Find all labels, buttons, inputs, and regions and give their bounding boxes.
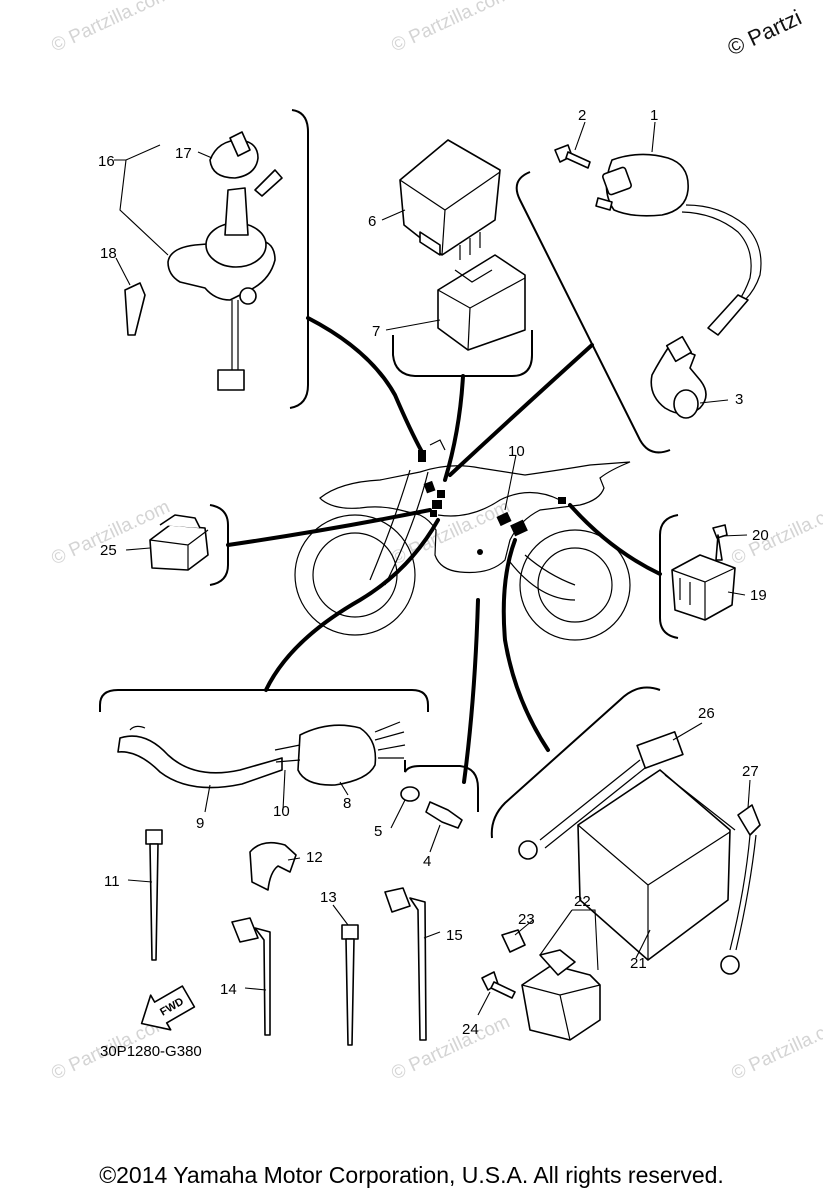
cable-tie-2 — [341, 924, 359, 1046]
watermark: © Partzilla.com — [388, 0, 513, 57]
cdi-unit — [399, 139, 501, 260]
ignition-coil — [595, 153, 762, 336]
diagram-code: 30P1280-G380 — [100, 1043, 202, 1060]
callout-2: 2 — [578, 107, 586, 124]
callout-1: 1 — [650, 107, 658, 124]
callout-5: 5 — [374, 823, 382, 840]
watermark: © Partzilla.com — [388, 1011, 513, 1084]
callout-12: 12 — [306, 849, 323, 866]
callout-numbers: 1 2 3 4 5 6 7 8 9 10 10 11 12 13 14 15 1… — [98, 107, 769, 1038]
fwd-arrow-icon: FWD — [140, 985, 196, 1031]
battery — [577, 769, 736, 961]
group-bracket-relay — [209, 504, 229, 586]
callout-13: 13 — [320, 889, 337, 906]
ground-lead — [720, 804, 761, 975]
band — [231, 917, 271, 1036]
group-bracket-harness — [99, 689, 429, 712]
rectifier-regulator — [671, 524, 736, 621]
callout-16: 16 — [98, 153, 115, 170]
key — [124, 282, 146, 336]
callout-22: 22 — [574, 893, 591, 910]
callout-10-harness: 10 — [273, 803, 290, 820]
callout-6: 6 — [368, 213, 376, 230]
callout-4: 4 — [423, 853, 431, 870]
band-2 — [384, 887, 427, 1041]
cdi-bracket — [437, 254, 526, 351]
starter-relay — [481, 929, 601, 1041]
group-bracket-rectifier — [659, 514, 679, 639]
footer-copyright: ©2014 Yamaha Motor Corporation, U.S.A. A… — [99, 1162, 724, 1188]
callout-23: 23 — [518, 911, 535, 928]
callout-25: 25 — [100, 542, 117, 559]
group-bracket-coil — [515, 171, 671, 454]
callout-3: 3 — [735, 391, 743, 408]
group-bracket-ignition — [289, 109, 309, 409]
clamp — [249, 841, 297, 891]
group-bracket-sensor — [404, 760, 479, 812]
callout-20: 20 — [752, 527, 769, 544]
battery-lead — [518, 731, 684, 860]
callout-27: 27 — [742, 763, 759, 780]
copyright-mark: © Partzi — [724, 5, 806, 61]
leader-lines — [114, 121, 751, 1016]
callout-14: 14 — [220, 981, 237, 998]
callout-21: 21 — [630, 955, 647, 972]
group-bracket-battery — [490, 686, 661, 839]
cable-tie — [145, 829, 163, 961]
callout-17: 17 — [175, 145, 192, 162]
bolt — [554, 144, 591, 169]
main-switch — [167, 131, 283, 391]
callout-24: 24 — [462, 1021, 479, 1038]
watermark: © Partzilla.com — [48, 0, 173, 57]
callout-11: 11 — [104, 873, 120, 890]
spark-plug-cap — [650, 335, 707, 419]
bike-connector-markers — [418, 450, 566, 555]
callout-15: 15 — [446, 927, 463, 944]
watermark: © Partzilla.com — [728, 1011, 823, 1084]
wire-harness — [117, 721, 406, 789]
callout-10-bike: 10 — [508, 443, 525, 460]
callout-19: 19 — [750, 587, 767, 604]
neutral-switch — [400, 786, 463, 829]
callout-7: 7 — [372, 323, 380, 340]
watermark: © Partzilla.com — [388, 496, 513, 569]
routing-lines — [226, 316, 662, 784]
relay — [149, 514, 209, 571]
watermark: © Partzilla.com — [728, 496, 823, 569]
callout-26: 26 — [698, 705, 715, 722]
callout-8: 8 — [343, 795, 351, 812]
callout-18: 18 — [100, 245, 117, 262]
callout-9: 9 — [196, 815, 204, 832]
